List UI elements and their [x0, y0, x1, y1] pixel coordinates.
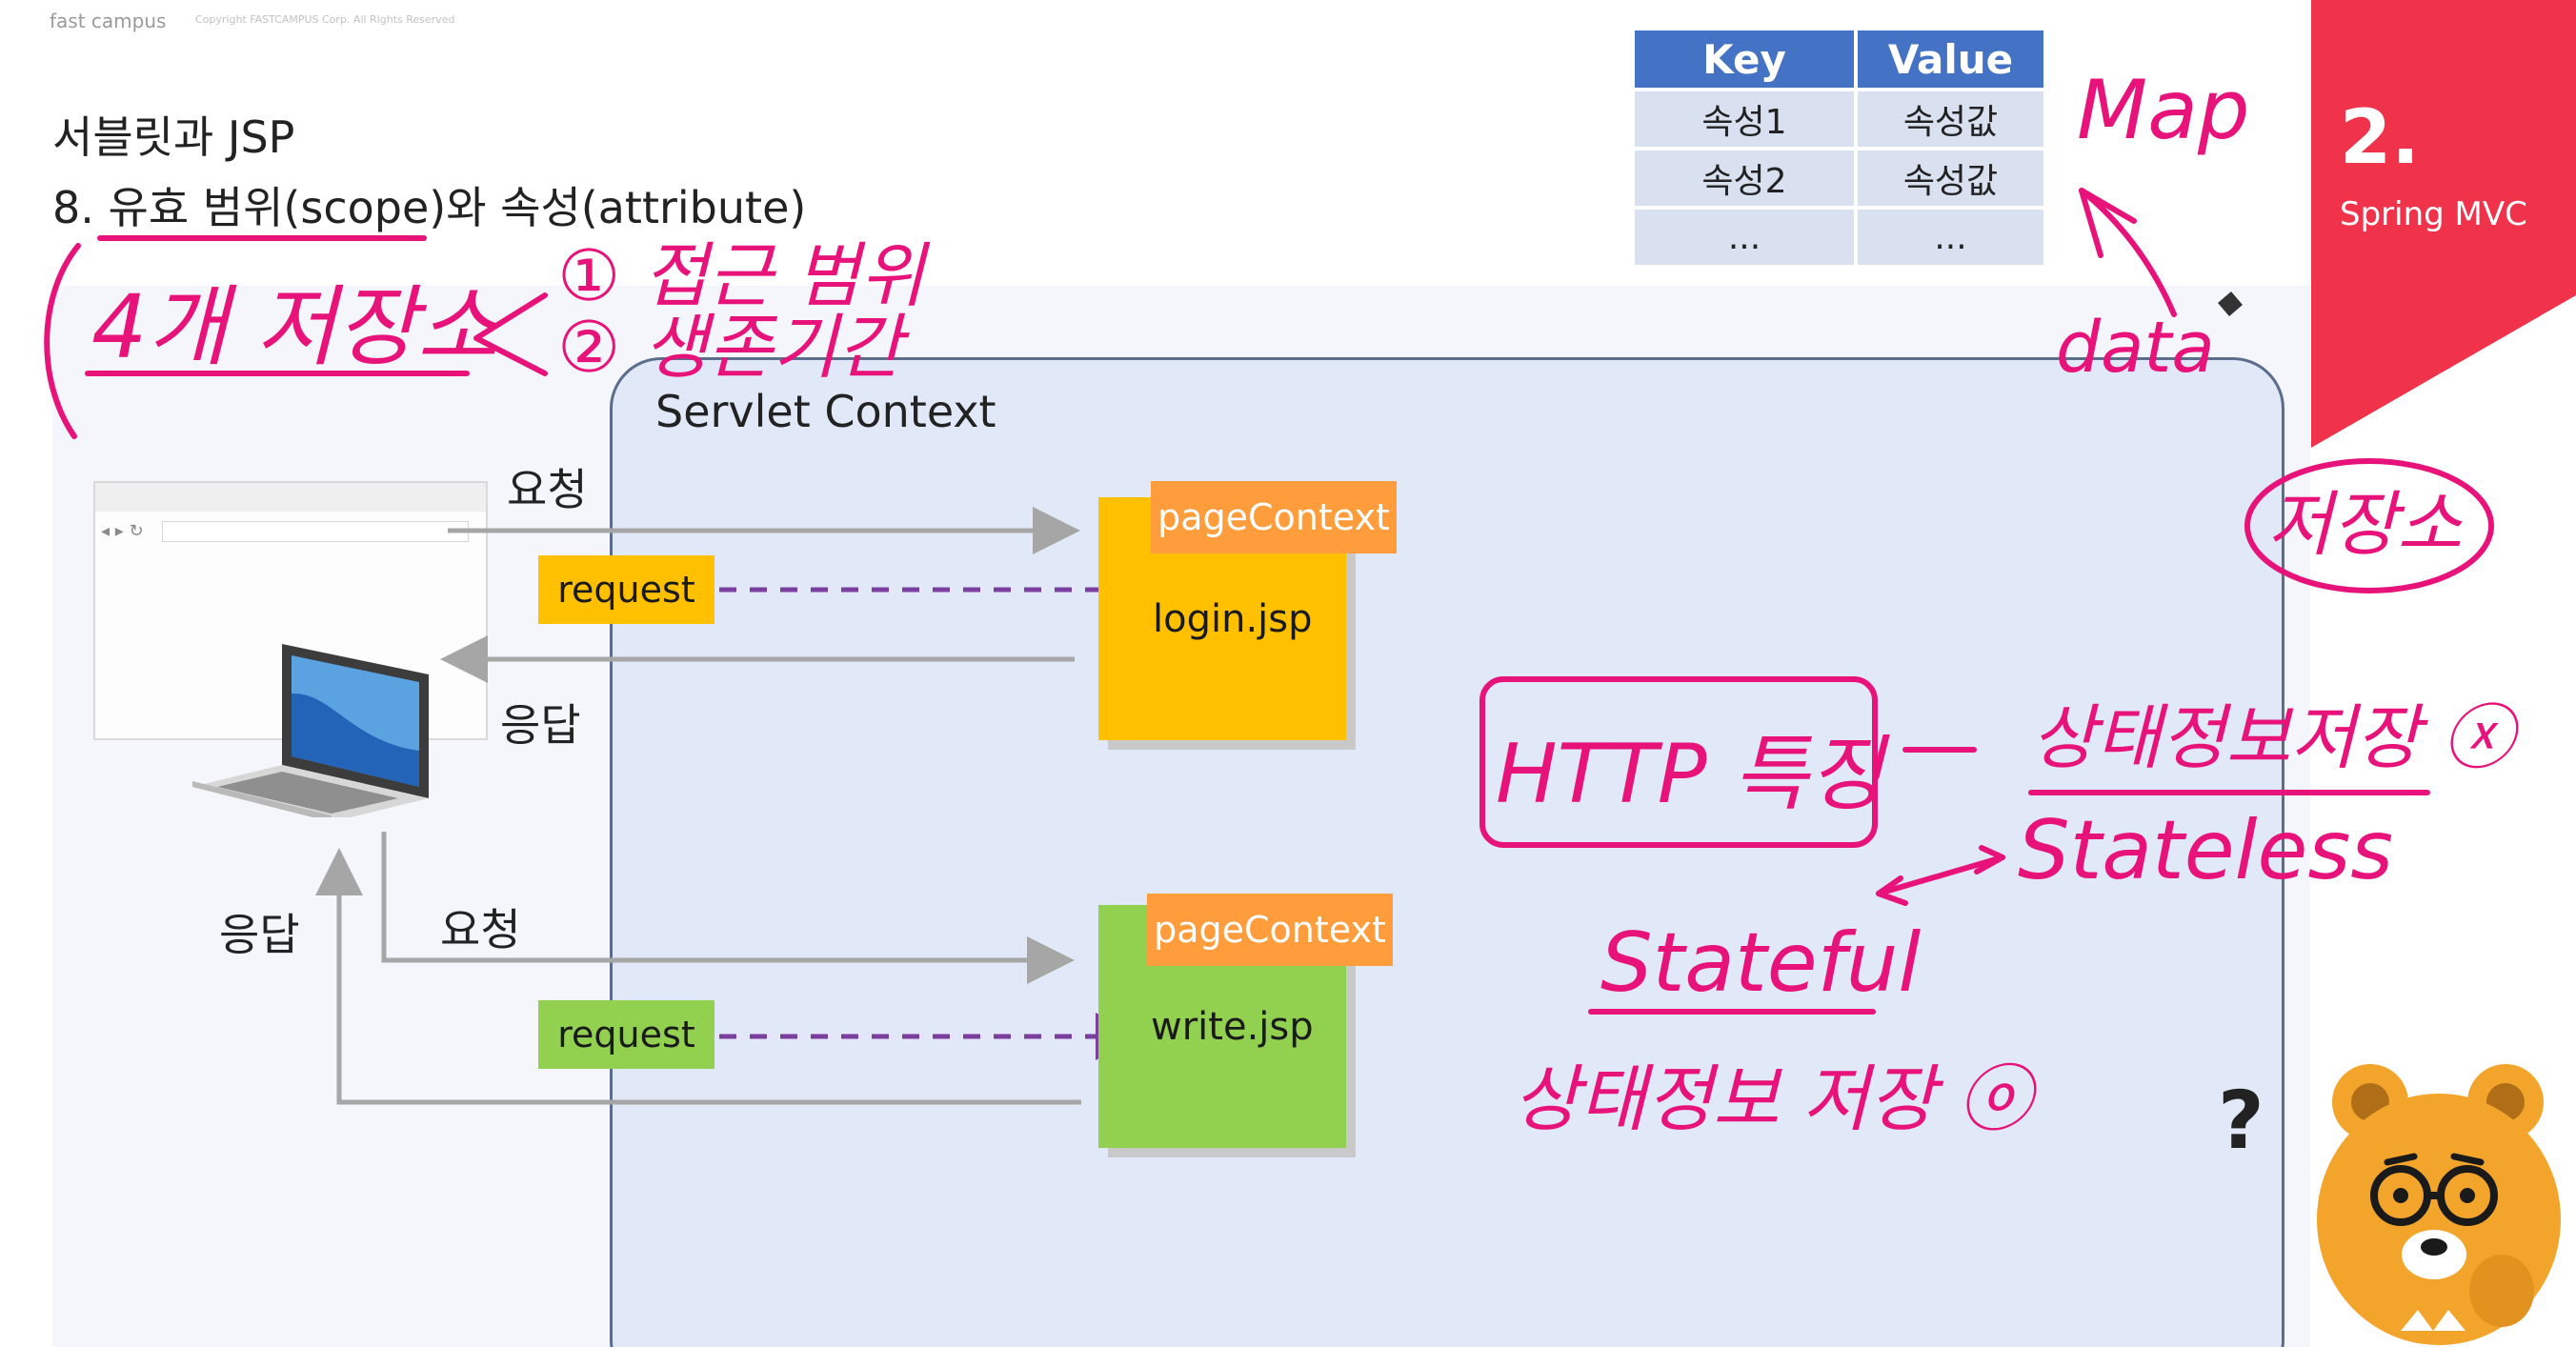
- login-request-box: request: [538, 555, 714, 624]
- copyright-notice: Copyright FASTCAMPUS Corp. All Rights Re…: [195, 13, 455, 26]
- slide-subtitle: 서블릿과 JSP: [52, 111, 295, 163]
- chapter-panel-shape: [2311, 0, 2576, 448]
- angle-bracket: [473, 292, 548, 376]
- chapter-panel: 2. Spring MVC: [2311, 0, 2576, 1347]
- table-row: ... ...: [1635, 210, 2043, 265]
- storage-annotation: 저장소: [2267, 484, 2463, 566]
- bottom-request-label: 요청: [440, 904, 521, 955]
- bottom-response-arrow: [315, 848, 1081, 1105]
- map-table-key-header: Key: [1635, 30, 1854, 88]
- servlet-context-title: Servlet Context: [655, 386, 996, 437]
- left-bracket-stroke: [44, 243, 81, 439]
- http-feature-box: [1479, 676, 1878, 848]
- map-arrow-shaft: [2079, 188, 2177, 317]
- stateful-annotation: Stateful: [1600, 915, 1921, 1011]
- bear-mascot-icon: [2317, 1064, 2561, 1345]
- pen-cursor-icon: [2218, 292, 2243, 316]
- browser-nav-icon: ◂ ▸ ↻: [101, 521, 144, 541]
- slide-title: 8. 유효 범위(scope)와 속성(attribute): [52, 182, 807, 233]
- map-annotation: Map: [2077, 63, 2250, 158]
- http-feature-annotation: HTTP 특징: [1496, 727, 1890, 822]
- write-page-name: write.jsp: [1151, 1005, 1314, 1049]
- browser-title-bar: [95, 483, 486, 512]
- write-request-box: request: [538, 1000, 714, 1069]
- bottom-response-label: 응답: [219, 909, 300, 960]
- write-page-context: pageContext: [1147, 894, 1393, 966]
- top-request-label: 요청: [507, 464, 588, 515]
- map-table: Key Value 속성1 속성값 속성2 속성값 ... ...: [1631, 27, 2047, 269]
- point-1-annotation: ① 접근 범위: [557, 235, 931, 317]
- data-annotation: data: [2056, 307, 2215, 389]
- brand-logo: fast campus: [50, 10, 167, 32]
- four-storages-annotation: 4개 저장소: [91, 276, 499, 378]
- double-arrow-right-head: [1974, 845, 2005, 875]
- table-row: 속성2 속성값: [1635, 151, 2043, 206]
- login-page-name: login.jsp: [1153, 597, 1313, 641]
- chapter-number: 2.: [2340, 95, 2420, 181]
- laptop-icon: [192, 644, 429, 817]
- state-storage-annotation: 상태정보 저장 ⓞ: [1513, 1056, 2041, 1141]
- table-cell: 속성1: [1635, 91, 1854, 147]
- map-table-header: Key Value: [1635, 30, 2043, 88]
- bottom-request-arrow: [381, 832, 1075, 984]
- table-row: 속성1 속성값: [1635, 91, 2043, 147]
- login-page-context: pageContext: [1151, 481, 1397, 553]
- table-cell: 속성값: [1858, 91, 2043, 147]
- table-cell: ...: [1635, 210, 1854, 265]
- double-arrow-left-head: [1876, 875, 1908, 906]
- storage-circle: [2244, 458, 2494, 593]
- table-cell: 속성2: [1635, 151, 1854, 206]
- point-2-annotation: ② 생존기간: [557, 307, 910, 389]
- map-table-value-header: Value: [1858, 30, 2043, 88]
- question-mark: ?: [2218, 1074, 2264, 1167]
- no-state-annotation: 상태정보저장 ⓧ: [2031, 697, 2523, 779]
- table-cell: 속성값: [1858, 151, 2043, 206]
- double-arrow-line: [1876, 854, 2005, 896]
- top-response-label: 응답: [500, 699, 581, 751]
- table-cell: ...: [1858, 210, 2043, 265]
- servlet-context-box: [610, 357, 2284, 1347]
- stateless-annotation: Stateless: [2018, 803, 2393, 898]
- chapter-label: Spring MVC: [2340, 195, 2527, 233]
